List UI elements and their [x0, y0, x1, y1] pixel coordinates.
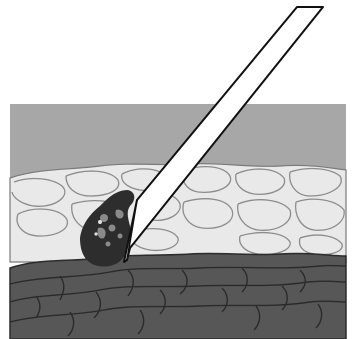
lower-tissue-layer: [10, 253, 346, 339]
